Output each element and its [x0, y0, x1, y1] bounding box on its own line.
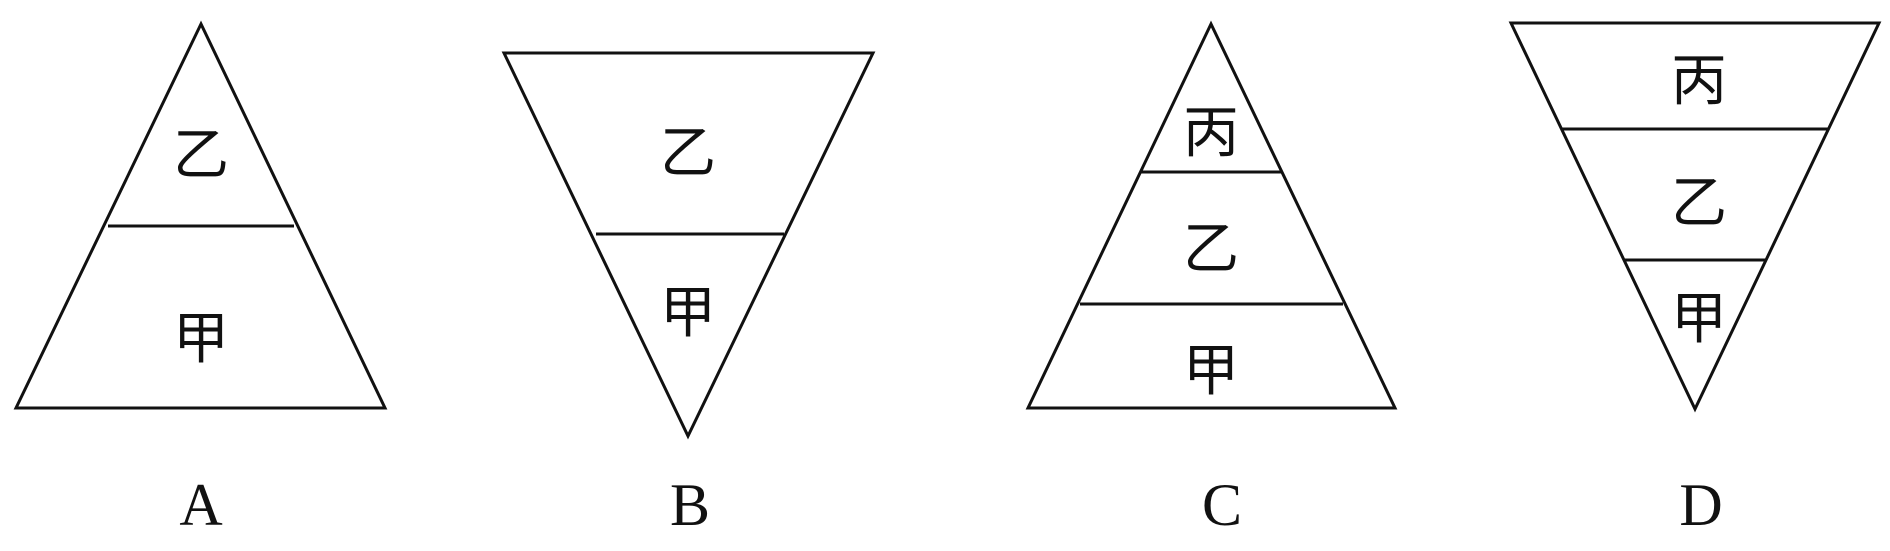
option-d-label: D — [1679, 472, 1722, 538]
option-b-label: B — [670, 472, 710, 538]
option-c-layer-middle: 乙 — [1183, 217, 1239, 282]
option-a-label: A — [179, 472, 222, 538]
option-d-diagram: 丙 乙 甲 D — [1508, 21, 1882, 538]
option-b-layer-bottom: 甲 — [660, 281, 716, 346]
option-b-layer-top: 乙 — [660, 121, 716, 186]
option-d-layer-bottom: 甲 — [1671, 287, 1727, 352]
option-b-diagram: 乙 甲 B — [501, 51, 876, 538]
option-d-layer-middle: 乙 — [1671, 171, 1727, 236]
option-c-layer-bottom: 甲 — [1183, 339, 1239, 404]
option-a-layer-bottom: 甲 — [173, 307, 229, 372]
option-d-pyramid — [1508, 21, 1882, 413]
option-c-pyramid — [1025, 20, 1398, 410]
option-c-layer-top: 丙 — [1183, 101, 1239, 166]
option-a-layer-top: 乙 — [173, 123, 229, 188]
option-c-label: C — [1202, 472, 1242, 538]
option-c-diagram: 丙 乙 甲 C — [1025, 20, 1398, 538]
option-a-diagram: 乙 甲 A — [13, 20, 388, 538]
option-a-pyramid — [13, 20, 388, 410]
option-b-pyramid — [501, 51, 876, 440]
option-d-layer-top: 丙 — [1671, 49, 1727, 114]
